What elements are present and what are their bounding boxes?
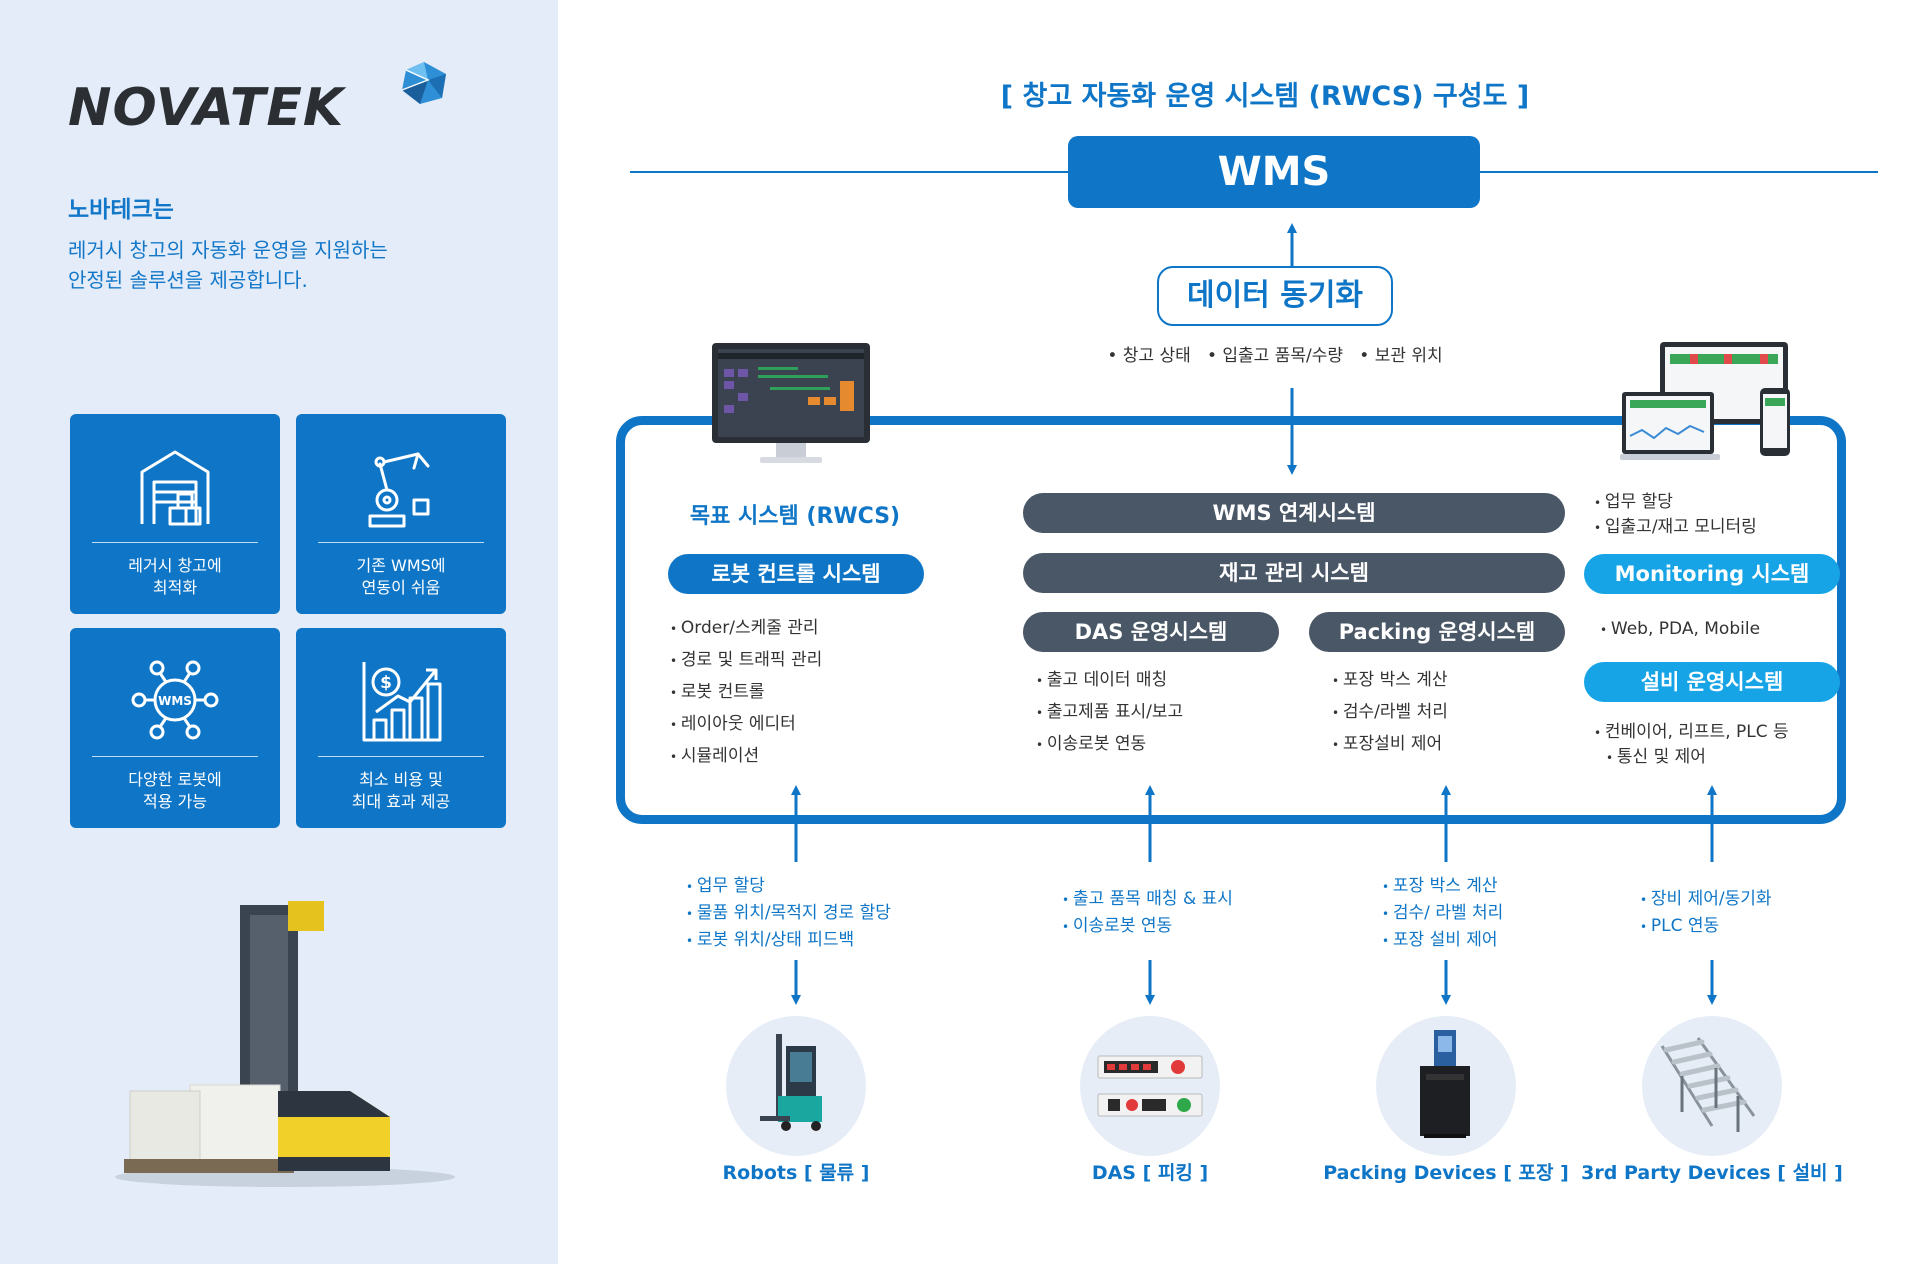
link-item: 장비 제어/동기화 — [1640, 886, 1772, 913]
novatek-logo: NOVATEK — [68, 78, 345, 138]
das-items: 출고 데이터 매칭 출고제품 표시/보고 이송로봇 연동 — [1036, 665, 1183, 761]
monitoring-top-items: 업무 할당 입출고/재고 모니터링 — [1594, 490, 1757, 540]
feature-caption: 연동이 쉬움 — [361, 578, 441, 597]
link-item: 업무 할당 — [686, 873, 891, 900]
pallet-robot-illustration — [115, 901, 455, 1187]
svg-text:WMS: WMS — [158, 694, 192, 708]
equipment-items: 컨베이어, 리프트, PLC 등 통신 및 제어 — [1594, 720, 1789, 770]
link-item: 포장 설비 제어 — [1382, 927, 1503, 954]
device-circle-das — [1080, 1016, 1220, 1156]
link-item: 물품 위치/목적지 경로 할당 — [686, 900, 891, 927]
feature-caption: 기존 WMS에 — [356, 556, 446, 575]
forklift-robot-icon — [760, 1034, 822, 1131]
intro-line-2: 안정된 솔루션을 제공합니다. — [68, 268, 308, 292]
sync-items: • 창고 상태 • 입출고 품목/수량 • 보관 위치 — [1107, 346, 1443, 366]
equipment-item: 컨베이어, 리프트, PLC 등 — [1594, 720, 1789, 745]
link-item: 이송로봇 연동 — [1062, 913, 1233, 940]
feature-caption: 적용 가능 — [143, 792, 207, 811]
device-label-robots: Robots [ 물류 ] — [722, 1162, 870, 1184]
device-label-packing: Packing Devices [ 포장 ] — [1323, 1162, 1569, 1184]
tile-divider — [92, 756, 258, 757]
packing-item: 포장 박스 계산 — [1332, 665, 1448, 697]
packing-item: 포장설비 제어 — [1332, 729, 1448, 761]
rwcs-item: 시뮬레이션 — [670, 741, 822, 773]
growth-chart-icon: $ — [362, 662, 442, 742]
monitoring-pill: Monitoring 시스템 — [1584, 554, 1840, 594]
link-item: 검수/ 라벨 처리 — [1382, 900, 1503, 927]
device-circle-robots — [726, 1016, 866, 1156]
feature-caption: 다양한 로봇에 — [128, 770, 222, 789]
link-item: 로봇 위치/상태 피드백 — [686, 927, 891, 954]
rwcs-item: Order/스케줄 관리 — [670, 613, 822, 645]
monitoring-top-item: 업무 할당 — [1594, 490, 1757, 515]
multi-device-illustration — [1620, 342, 1790, 460]
intro-line-1: 레거시 창고의 자동화 운영을 지원하는 — [68, 238, 388, 262]
link-3rd-items: 장비 제어/동기화 PLC 연동 — [1640, 886, 1772, 940]
wms-line-right — [1480, 171, 1878, 173]
equipment-item: 통신 및 제어 — [1594, 745, 1789, 770]
robot-control-pill: 로봇 컨트롤 시스템 — [668, 554, 924, 594]
intro-title: 노바테크는 — [68, 197, 174, 223]
rwcs-item: 로봇 컨트롤 — [670, 677, 822, 709]
packing-item: 검수/라벨 처리 — [1332, 697, 1448, 729]
device-circle-3rd — [1642, 1016, 1782, 1156]
feature-tile-wms: 기존 WMS에 연동이 쉬움 — [296, 414, 506, 614]
packing-machine-icon — [1420, 1030, 1470, 1138]
rwcs-item: 경로 및 트래픽 관리 — [670, 645, 822, 677]
feature-caption: 최대 효과 제공 — [351, 792, 451, 811]
das-item: 출고 데이터 매칭 — [1036, 665, 1183, 697]
link-robots-items: 업무 할당 물품 위치/목적지 경로 할당 로봇 위치/상태 피드백 — [686, 873, 891, 954]
logo-gem-icon — [401, 62, 446, 104]
monitoring-item: Web, PDA, Mobile — [1600, 614, 1760, 646]
monitoring-items: Web, PDA, Mobile — [1600, 614, 1760, 646]
wms-line-left — [630, 171, 1068, 173]
roller-conveyor-icon — [1660, 1037, 1756, 1132]
wms-box: WMS — [1068, 136, 1480, 208]
link-item: 출고 품목 매칭 & 표시 — [1062, 886, 1233, 913]
diagram-title: [ 창고 자동화 운영 시스템 (RWCS) 구성도 ] — [1000, 81, 1530, 112]
feature-tile-legacy: 레거시 창고에 최적화 — [70, 414, 280, 614]
rwcs-items: Order/스케줄 관리 경로 및 트래픽 관리 로봇 컨트롤 레이아웃 에디터… — [670, 613, 822, 773]
feature-caption: 최소 비용 및 — [359, 770, 443, 789]
link-item: PLC 연동 — [1640, 913, 1772, 940]
link-item: 포장 박스 계산 — [1382, 873, 1503, 900]
rwcs-title: 목표 시스템 (RWCS) — [689, 504, 901, 529]
tile-divider — [92, 542, 258, 543]
wms-network-icon: WMS — [131, 660, 219, 740]
device-circle-packing — [1376, 1016, 1516, 1156]
feature-caption: 최적화 — [152, 578, 198, 597]
wms-link-bar: WMS 연계시스템 — [1023, 493, 1565, 533]
device-label-das: DAS [ 피킹 ] — [1091, 1162, 1209, 1184]
das-pill: DAS 운영시스템 — [1023, 612, 1279, 652]
monitoring-top-item: 입출고/재고 모니터링 — [1594, 515, 1757, 540]
tile-divider — [318, 756, 484, 757]
data-sync-box: 데이터 동기화 — [1157, 266, 1393, 326]
device-label-3rd: 3rd Party Devices [ 설비 ] — [1581, 1162, 1843, 1184]
rwcs-item: 레이아웃 에디터 — [670, 709, 822, 741]
feature-caption: 레거시 창고에 — [128, 556, 222, 575]
svg-text:$: $ — [380, 673, 392, 693]
equipment-pill: 설비 운영시스템 — [1584, 662, 1840, 702]
link-packing-items: 포장 박스 계산 검수/ 라벨 처리 포장 설비 제어 — [1382, 873, 1503, 954]
feature-tile-cost: $ 최소 비용 및 최대 효과 제공 — [296, 628, 506, 828]
link-das-items: 출고 품목 매칭 & 표시 이송로봇 연동 — [1062, 886, 1233, 940]
packing-items: 포장 박스 계산 검수/라벨 처리 포장설비 제어 — [1332, 665, 1448, 761]
monitor-illustration — [712, 343, 870, 463]
das-item: 출고제품 표시/보고 — [1036, 697, 1183, 729]
inventory-bar: 재고 관리 시스템 — [1023, 553, 1565, 593]
robot-arm-icon — [368, 452, 430, 528]
packing-pill: Packing 운영시스템 — [1309, 612, 1565, 652]
das-item: 이송로봇 연동 — [1036, 729, 1183, 761]
tile-divider — [318, 542, 484, 543]
brand-panel: NOVATEK 노바테크는 레거시 창고의 자동화 운영을 지원하는 안정된 솔… — [0, 0, 558, 1264]
das-display-icon — [1097, 1055, 1203, 1117]
warehouse-icon — [140, 450, 210, 526]
feature-tile-robots: WMS 다양한 로봇에 적용 가능 — [70, 628, 280, 828]
